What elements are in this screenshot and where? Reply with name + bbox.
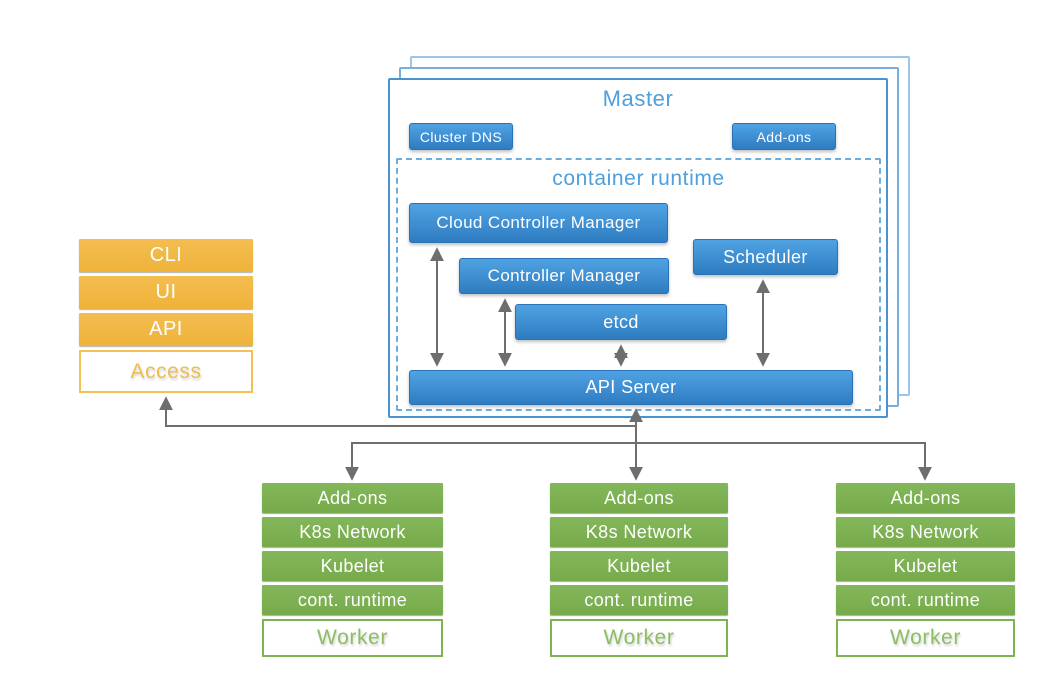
worker1-k8s-network-box: K8s Network	[262, 517, 443, 547]
worker2-k8s-network-box: K8s Network	[550, 517, 728, 547]
ui-box: UI	[79, 276, 253, 309]
worker2-addons-box: Add-ons	[550, 483, 728, 513]
scheduler-box: Scheduler	[693, 239, 838, 275]
worker2-cont-runtime-box: cont. runtime	[550, 585, 728, 615]
access-base-box: Access	[79, 350, 253, 393]
worker1-base-box: Worker	[262, 619, 443, 657]
worker1-cont-runtime-box: cont. runtime	[262, 585, 443, 615]
master-addons-box: Add-ons	[732, 123, 836, 150]
etcd-box: etcd	[515, 304, 727, 340]
master-title: Master	[602, 86, 674, 111]
worker3-addons-box: Add-ons	[836, 483, 1015, 513]
worker3-base-box: Worker	[836, 619, 1015, 657]
arrow-apiserver-worker1-worker3	[345, 442, 932, 481]
container-runtime-title: container runtime	[552, 167, 725, 190]
worker1-addons-box: Add-ons	[262, 483, 443, 513]
controller-manager-box: Controller Manager	[459, 258, 669, 294]
api-box: API	[79, 313, 253, 346]
cluster-dns-box: Cluster DNS	[409, 123, 513, 150]
worker1-kubelet-box: Kubelet	[262, 551, 443, 581]
worker3-k8s-network-box: K8s Network	[836, 517, 1015, 547]
cli-box: CLI	[79, 239, 253, 272]
worker3-kubelet-box: Kubelet	[836, 551, 1015, 581]
worker2-kubelet-box: Kubelet	[550, 551, 728, 581]
worker3-cont-runtime-box: cont. runtime	[836, 585, 1015, 615]
worker2-base-box: Worker	[550, 619, 728, 657]
api-server-box: API Server	[409, 370, 853, 405]
cloud-controller-manager-box: Cloud Controller Manager	[409, 203, 668, 243]
